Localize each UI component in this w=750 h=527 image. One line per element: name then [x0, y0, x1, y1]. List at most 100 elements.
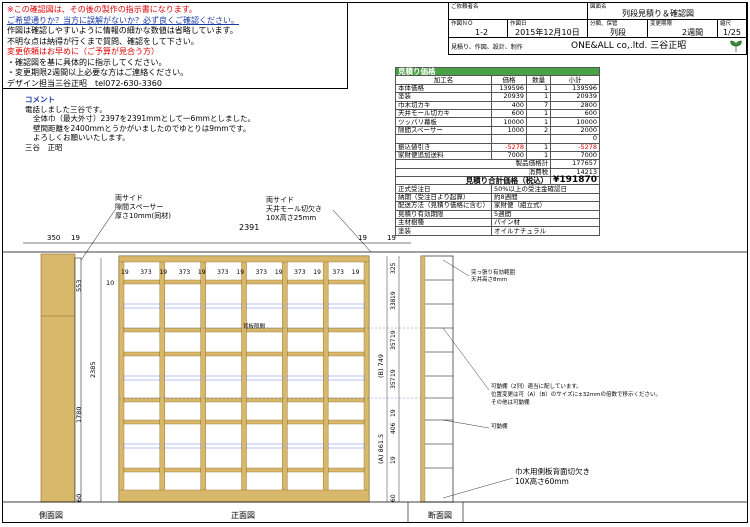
front-shelf [205, 351, 242, 357]
price-header: 見積り価格 [395, 66, 600, 77]
customer-cell: ご依頼者名 [448, 3, 588, 20]
price-item: 家財便追加送料 [395, 150, 492, 161]
label-side-1: 両サイド [115, 194, 143, 202]
price-col-header-row: 加工名 価格 数量 小計 [395, 75, 600, 85]
front-shelf [164, 375, 201, 381]
front-shelf [205, 303, 242, 309]
front-shelf [246, 443, 283, 449]
dim-inner-width: 19 [352, 269, 360, 276]
front-post [282, 255, 288, 503]
notice-box: ※この確認図は、その後の製作の指示書になります。 ご希望通りか？当方に誤解がない… [3, 3, 348, 89]
comment-line-2: 全体巾（最大外寸）2397を2391mmとして一6mmとしました。 [33, 114, 255, 123]
drawing-no-label: 作図ＮＯ [451, 21, 474, 27]
front-top-board [118, 255, 370, 263]
product-total-label: 製品価格計 [394, 159, 552, 169]
drawing-name: 列段見積り＆確認図 [622, 9, 694, 18]
price-item: 天井モール切カキ [395, 108, 492, 119]
front-shelf [327, 351, 365, 357]
price-unit: 1000 [490, 125, 528, 136]
front-shelf [205, 375, 242, 381]
front-shelf [164, 303, 201, 309]
caption-side-view: 側面図 [39, 511, 63, 520]
title-block: ご依頼者名 図面名 列段見積り＆確認図 作図ＮＯ 1-2 作図日 2015年12… [348, 3, 747, 55]
front-shelf [246, 279, 283, 285]
drawing-no-cell: 作図ＮＯ 1-2 [448, 20, 508, 38]
scale-label: 縮尺 [720, 21, 732, 27]
grand-total-row: 見積り合計価格（税込） ¥191870 [394, 176, 600, 186]
dim-inner-width: 373 [140, 269, 152, 276]
scale-cell: 縮尺 1/25 [718, 20, 747, 38]
leader-top [332, 209, 372, 253]
front-post [159, 255, 166, 503]
front-shelf [327, 327, 365, 333]
price-item [395, 134, 492, 144]
front-shelf [287, 327, 324, 333]
price-unit: 20939 [490, 92, 528, 102]
price-qty [526, 134, 552, 144]
comment-line-4: よろしくお願いいたします。 [33, 133, 130, 142]
front-shelf [164, 443, 201, 449]
front-shelf [123, 467, 161, 473]
price-header-row: 見積り価格 [395, 66, 600, 77]
dim-inner-width: 373 [179, 269, 191, 276]
front-shelf [287, 443, 324, 449]
dim-right: 357 [390, 338, 397, 350]
dim-right: 60 [390, 494, 397, 502]
front-shelf [123, 419, 161, 425]
dim-inner-width: 19 [121, 269, 129, 276]
notice-line-2: ご希望通りか？当方に誤解がないか？必ず良くご確認ください。 [7, 15, 239, 25]
front-shelf [164, 279, 201, 285]
label-adj-3: その他は可動棚 [491, 398, 530, 406]
notice-line-6: ・確認図を基に具体的に指示してください。 [7, 57, 167, 67]
front-shelf [246, 375, 283, 381]
front-shelf [164, 467, 201, 473]
scale: 1/25 [723, 28, 741, 37]
side-panel [40, 253, 76, 503]
front-shelf [327, 397, 365, 403]
front-shelf [123, 397, 161, 403]
dim-inner-width: 373 [294, 269, 306, 276]
front-shelf [287, 397, 324, 403]
notice-line-3: 作図は確認しやすいように情報の細かな数値は省略しています。 [7, 26, 238, 35]
label-top-3: 10X高さ25mm [266, 213, 316, 222]
front-shelf [205, 419, 242, 425]
label-top-right-1: 突っ張り有効範囲 [471, 268, 516, 276]
drawing-no: 1-2 [475, 28, 489, 37]
front-shelf [246, 351, 283, 357]
front-shelf [123, 279, 161, 285]
front-shelf [327, 375, 365, 381]
dim-a: (A) 861.5 [377, 434, 385, 464]
deadline-cell: 変更期限 2週間 [648, 20, 718, 38]
front-shelf [246, 467, 283, 473]
price-qty: 2 [526, 125, 552, 136]
price-unit [490, 134, 528, 144]
leader-movable [442, 419, 490, 429]
dim-inner-width: 19 [236, 269, 244, 276]
front-shelf [246, 419, 283, 425]
label-side-3: 厚さ10mm(同材) [115, 211, 171, 220]
front-shelf [287, 303, 324, 309]
dim-right: 338 [390, 298, 397, 310]
price-subtotal: 20939 [550, 92, 600, 102]
front-bottom-board [118, 489, 370, 503]
label-movable: 可動棚 [491, 422, 508, 430]
front-shelf [327, 467, 365, 473]
leader-top-right [442, 259, 470, 277]
price-subtotal: 600 [550, 108, 600, 119]
label-skirting-2: 10X高さ60mm [515, 476, 569, 486]
dim-19c: 19 [387, 234, 396, 242]
comment-line-1: 電話しました三谷です。 [25, 104, 107, 114]
product-total-value: 177657 [550, 159, 600, 169]
category-cell: 分類、保管 列段 [588, 20, 648, 38]
leader-side [76, 209, 116, 267]
dim-inner-width: 373 [256, 269, 268, 276]
front-shelf [123, 303, 161, 309]
price-qty: 1 [526, 117, 552, 127]
dim-b: (B) 749 [377, 354, 385, 378]
price-unit: 10000 [490, 117, 528, 127]
company: ONE&ALL co,.ltd. 三谷正昭 [571, 41, 687, 51]
dim-right: 19 [390, 456, 397, 464]
